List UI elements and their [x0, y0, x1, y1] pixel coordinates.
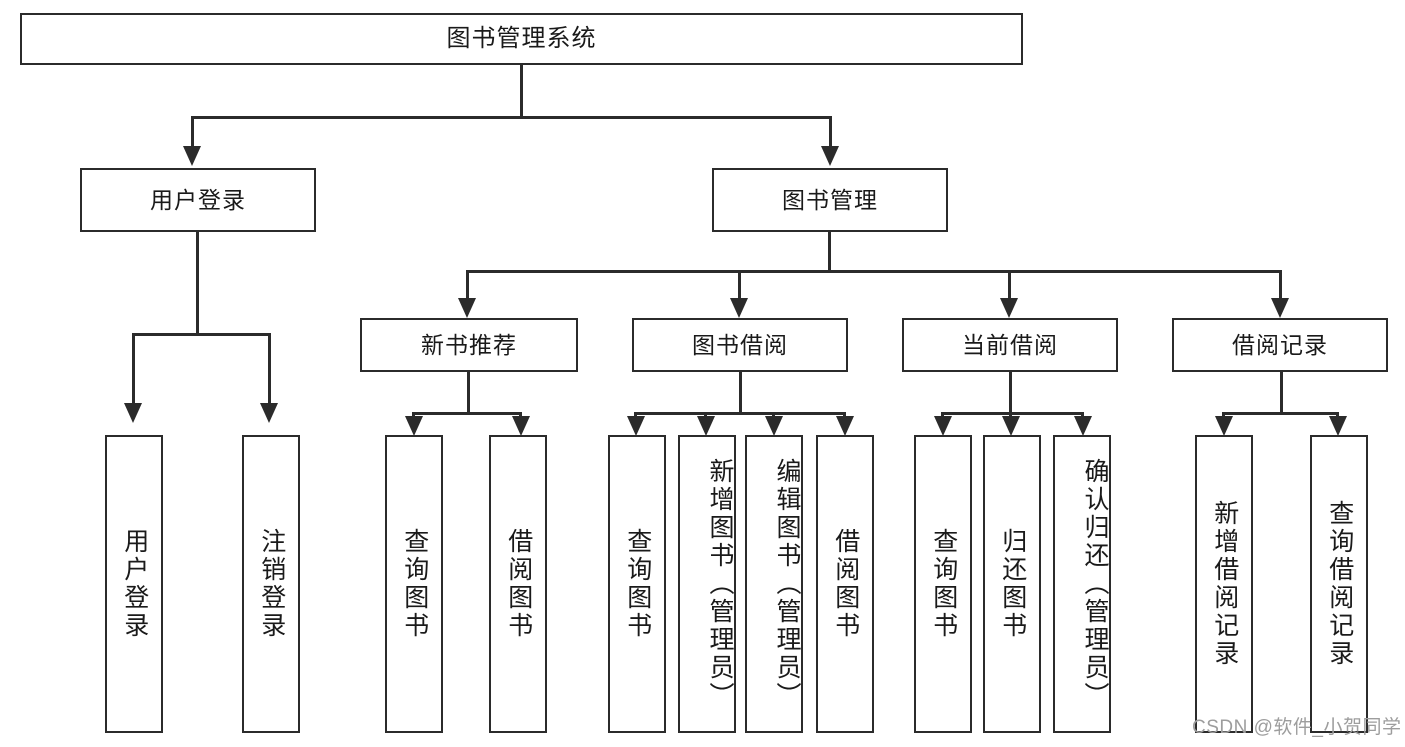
leaf-br-add-record[interactable]: 新增借阅记录	[1195, 435, 1253, 733]
arrowhead-book-mgmt	[821, 146, 839, 166]
leaf-bb-query-book[interactable]: 查询图书	[608, 435, 666, 733]
node-book-management[interactable]: 图书管理	[712, 168, 948, 232]
connector-to-book-mgmt	[829, 116, 832, 148]
node-borrow-records[interactable]: 借阅记录	[1172, 318, 1388, 372]
csdn-watermark: CSDN @软件_小贺同学	[1192, 717, 1402, 738]
connector-book-mgmt-stem	[828, 232, 831, 272]
connector-current-borrow-stem	[1009, 372, 1012, 414]
connector-book-borrow-bus	[634, 412, 846, 415]
arrowhead-new-book-recommend	[458, 298, 476, 318]
leaf-bb-edit-book-admin[interactable]: 编辑图书（管理员）	[745, 435, 803, 733]
leaf-logout[interactable]: 注销登录	[242, 435, 300, 733]
connector-to-borrow-records	[1279, 270, 1282, 300]
arrowhead-user-login	[183, 146, 201, 166]
connector-current-borrow-bus	[941, 412, 1084, 415]
arrowhead-bb-add	[697, 416, 715, 436]
connector-root-bus	[191, 116, 832, 119]
node-root-system[interactable]: 图书管理系统	[20, 13, 1023, 65]
connector-to-user-login	[191, 116, 194, 148]
connector-borrow-records-stem	[1280, 372, 1283, 414]
arrowhead-leaf-logout	[260, 403, 278, 423]
node-current-borrow[interactable]: 当前借阅	[902, 318, 1118, 372]
connector-new-book-stem	[467, 372, 470, 414]
leaf-br-query-record[interactable]: 查询借阅记录	[1310, 435, 1368, 733]
leaf-cb-return-book[interactable]: 归还图书	[983, 435, 1041, 733]
arrowhead-current-borrow	[1000, 298, 1018, 318]
connector-new-book-bus	[412, 412, 522, 415]
connector-user-login-right	[268, 333, 271, 405]
arrowhead-bb-query	[627, 416, 645, 436]
connector-root-stem	[520, 65, 523, 118]
arrowhead-br-query	[1329, 416, 1347, 436]
leaf-user-login[interactable]: 用户登录	[105, 435, 163, 733]
leaf-bb-add-book-admin[interactable]: 新增图书（管理员）	[678, 435, 736, 733]
arrowhead-cb-confirm	[1074, 416, 1092, 436]
arrowhead-book-borrow	[730, 298, 748, 318]
node-new-book-recommend[interactable]: 新书推荐	[360, 318, 578, 372]
arrowhead-new-book-query	[405, 416, 423, 436]
connector-to-new-book	[466, 270, 469, 300]
connector-book-borrow-stem	[739, 372, 742, 414]
connector-book-mgmt-bus	[466, 270, 1282, 273]
connector-borrow-records-bus	[1222, 412, 1339, 415]
leaf-new-book-borrow[interactable]: 借阅图书	[489, 435, 547, 733]
arrowhead-cb-return	[1002, 416, 1020, 436]
connector-to-book-borrow	[738, 270, 741, 300]
arrowhead-new-book-borrow	[512, 416, 530, 436]
leaf-bb-borrow-book[interactable]: 借阅图书	[816, 435, 874, 733]
arrowhead-cb-query	[934, 416, 952, 436]
connector-user-login-stem	[196, 232, 199, 335]
arrowhead-br-add	[1215, 416, 1233, 436]
connector-user-login-left	[132, 333, 135, 405]
arrowhead-bb-borrow	[836, 416, 854, 436]
arrowhead-borrow-records	[1271, 298, 1289, 318]
connector-user-login-bus	[132, 333, 271, 336]
leaf-cb-query-book[interactable]: 查询图书	[914, 435, 972, 733]
leaf-new-book-query[interactable]: 查询图书	[385, 435, 443, 733]
leaf-cb-confirm-return-admin[interactable]: 确认归还（管理员）	[1053, 435, 1111, 733]
arrowhead-leaf-user-login	[124, 403, 142, 423]
arrowhead-bb-edit	[765, 416, 783, 436]
node-book-borrow[interactable]: 图书借阅	[632, 318, 848, 372]
node-user-login[interactable]: 用户登录	[80, 168, 316, 232]
connector-to-current-borrow	[1008, 270, 1011, 300]
